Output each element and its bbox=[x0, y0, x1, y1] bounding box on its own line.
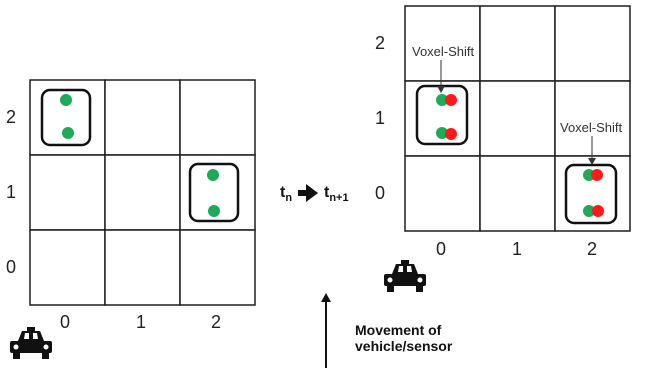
voxel-shift-label: Voxel-Shift bbox=[560, 120, 623, 135]
right-grid bbox=[404, 5, 631, 232]
left-cell-0-0 bbox=[29, 229, 106, 306]
car-icon bbox=[10, 327, 52, 359]
green-point bbox=[583, 205, 595, 217]
right-cell-1-2 bbox=[479, 5, 556, 82]
right-col-label: 2 bbox=[587, 239, 598, 259]
green-point bbox=[208, 205, 220, 217]
left-cell-1-2 bbox=[104, 79, 181, 156]
movement-note: Movement of vehicle/sensor bbox=[355, 322, 452, 354]
car-icon bbox=[384, 260, 426, 292]
right-object-box-right bbox=[564, 163, 618, 225]
right-cell-2-2 bbox=[554, 5, 631, 82]
movement-note-line1: Movement of bbox=[355, 322, 442, 338]
time-to: t bbox=[324, 184, 330, 201]
right-cell-1-1 bbox=[479, 80, 556, 157]
left-cell-1-1 bbox=[104, 154, 181, 231]
left-grid bbox=[29, 79, 256, 306]
right-cell-0-2 bbox=[404, 5, 481, 82]
red-point bbox=[445, 94, 457, 106]
left-cell-2-0 bbox=[179, 229, 256, 306]
red-point bbox=[445, 128, 457, 140]
right-cell-0-0 bbox=[404, 155, 481, 232]
right-col-label: 1 bbox=[512, 239, 523, 259]
left-object-box-right bbox=[188, 162, 240, 223]
time-label-from: tn bbox=[280, 184, 292, 204]
red-point bbox=[591, 169, 603, 181]
time-label-to: tn+1 bbox=[324, 184, 349, 204]
left-cell-2-2 bbox=[179, 79, 256, 156]
green-point bbox=[436, 127, 448, 139]
left-col-label: 2 bbox=[211, 312, 222, 332]
left-col-label: 1 bbox=[136, 312, 147, 332]
left-row-label: 1 bbox=[6, 182, 17, 202]
right-row-label: 2 bbox=[375, 33, 386, 53]
red-point bbox=[592, 205, 604, 217]
green-point bbox=[60, 94, 72, 106]
movement-note-line2: vehicle/sensor bbox=[355, 338, 453, 354]
time-to-sub: n+1 bbox=[329, 192, 349, 205]
left-row-label: 0 bbox=[6, 257, 17, 277]
arrow-down-icon bbox=[588, 158, 596, 165]
green-point bbox=[207, 169, 219, 181]
right-col-label: 0 bbox=[436, 239, 447, 259]
left-cell-1-0 bbox=[104, 229, 181, 306]
green-point bbox=[436, 94, 448, 106]
green-point bbox=[62, 127, 74, 139]
left-row-label: 2 bbox=[6, 107, 17, 127]
right-row-label: 0 bbox=[375, 183, 386, 203]
voxel-shift-label: Voxel-Shift bbox=[412, 44, 475, 59]
right-row-label: 1 bbox=[375, 108, 386, 128]
arrow-down-icon bbox=[437, 86, 445, 93]
time-from-sub: n bbox=[285, 192, 293, 205]
right-cell-1-0 bbox=[479, 155, 556, 232]
left-object-box-top bbox=[40, 88, 92, 147]
time-from: t bbox=[280, 184, 286, 201]
left-col-label: 0 bbox=[60, 312, 71, 332]
arrow-up-icon bbox=[321, 293, 331, 368]
left-cell-0-1 bbox=[29, 154, 106, 231]
arrow-right-icon bbox=[298, 184, 318, 202]
